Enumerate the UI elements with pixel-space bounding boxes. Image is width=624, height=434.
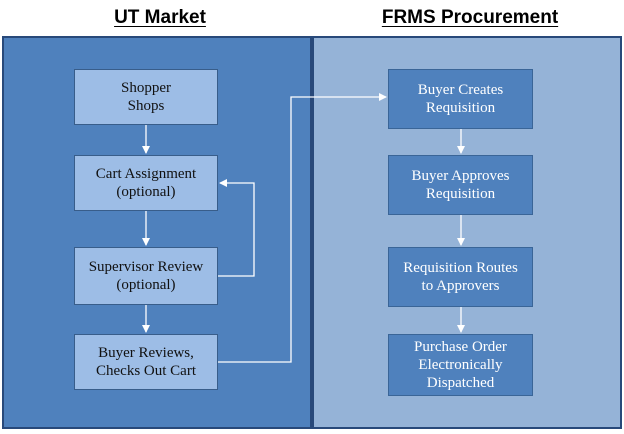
heading-ut-market: UT Market [114, 7, 206, 28]
step-supervisor-review: Supervisor Review (optional) [74, 247, 218, 305]
step-cart-assignment: Cart Assignment (optional) [74, 155, 218, 211]
step-shopper-shops: Shopper Shops [74, 69, 218, 125]
step-purchase-order-dispatched: Purchase Order Electronically Dispatched [388, 334, 533, 396]
step-buyer-approves-requisition: Buyer Approves Requisition [388, 155, 533, 215]
step-buyer-creates-requisition: Buyer Creates Requisition [388, 69, 533, 129]
heading-frms-procurement: FRMS Procurement [381, 7, 559, 28]
step-requisition-routes: Requisition Routes to Approvers [388, 247, 533, 307]
step-buyer-reviews-checkout: Buyer Reviews, Checks Out Cart [74, 334, 218, 390]
